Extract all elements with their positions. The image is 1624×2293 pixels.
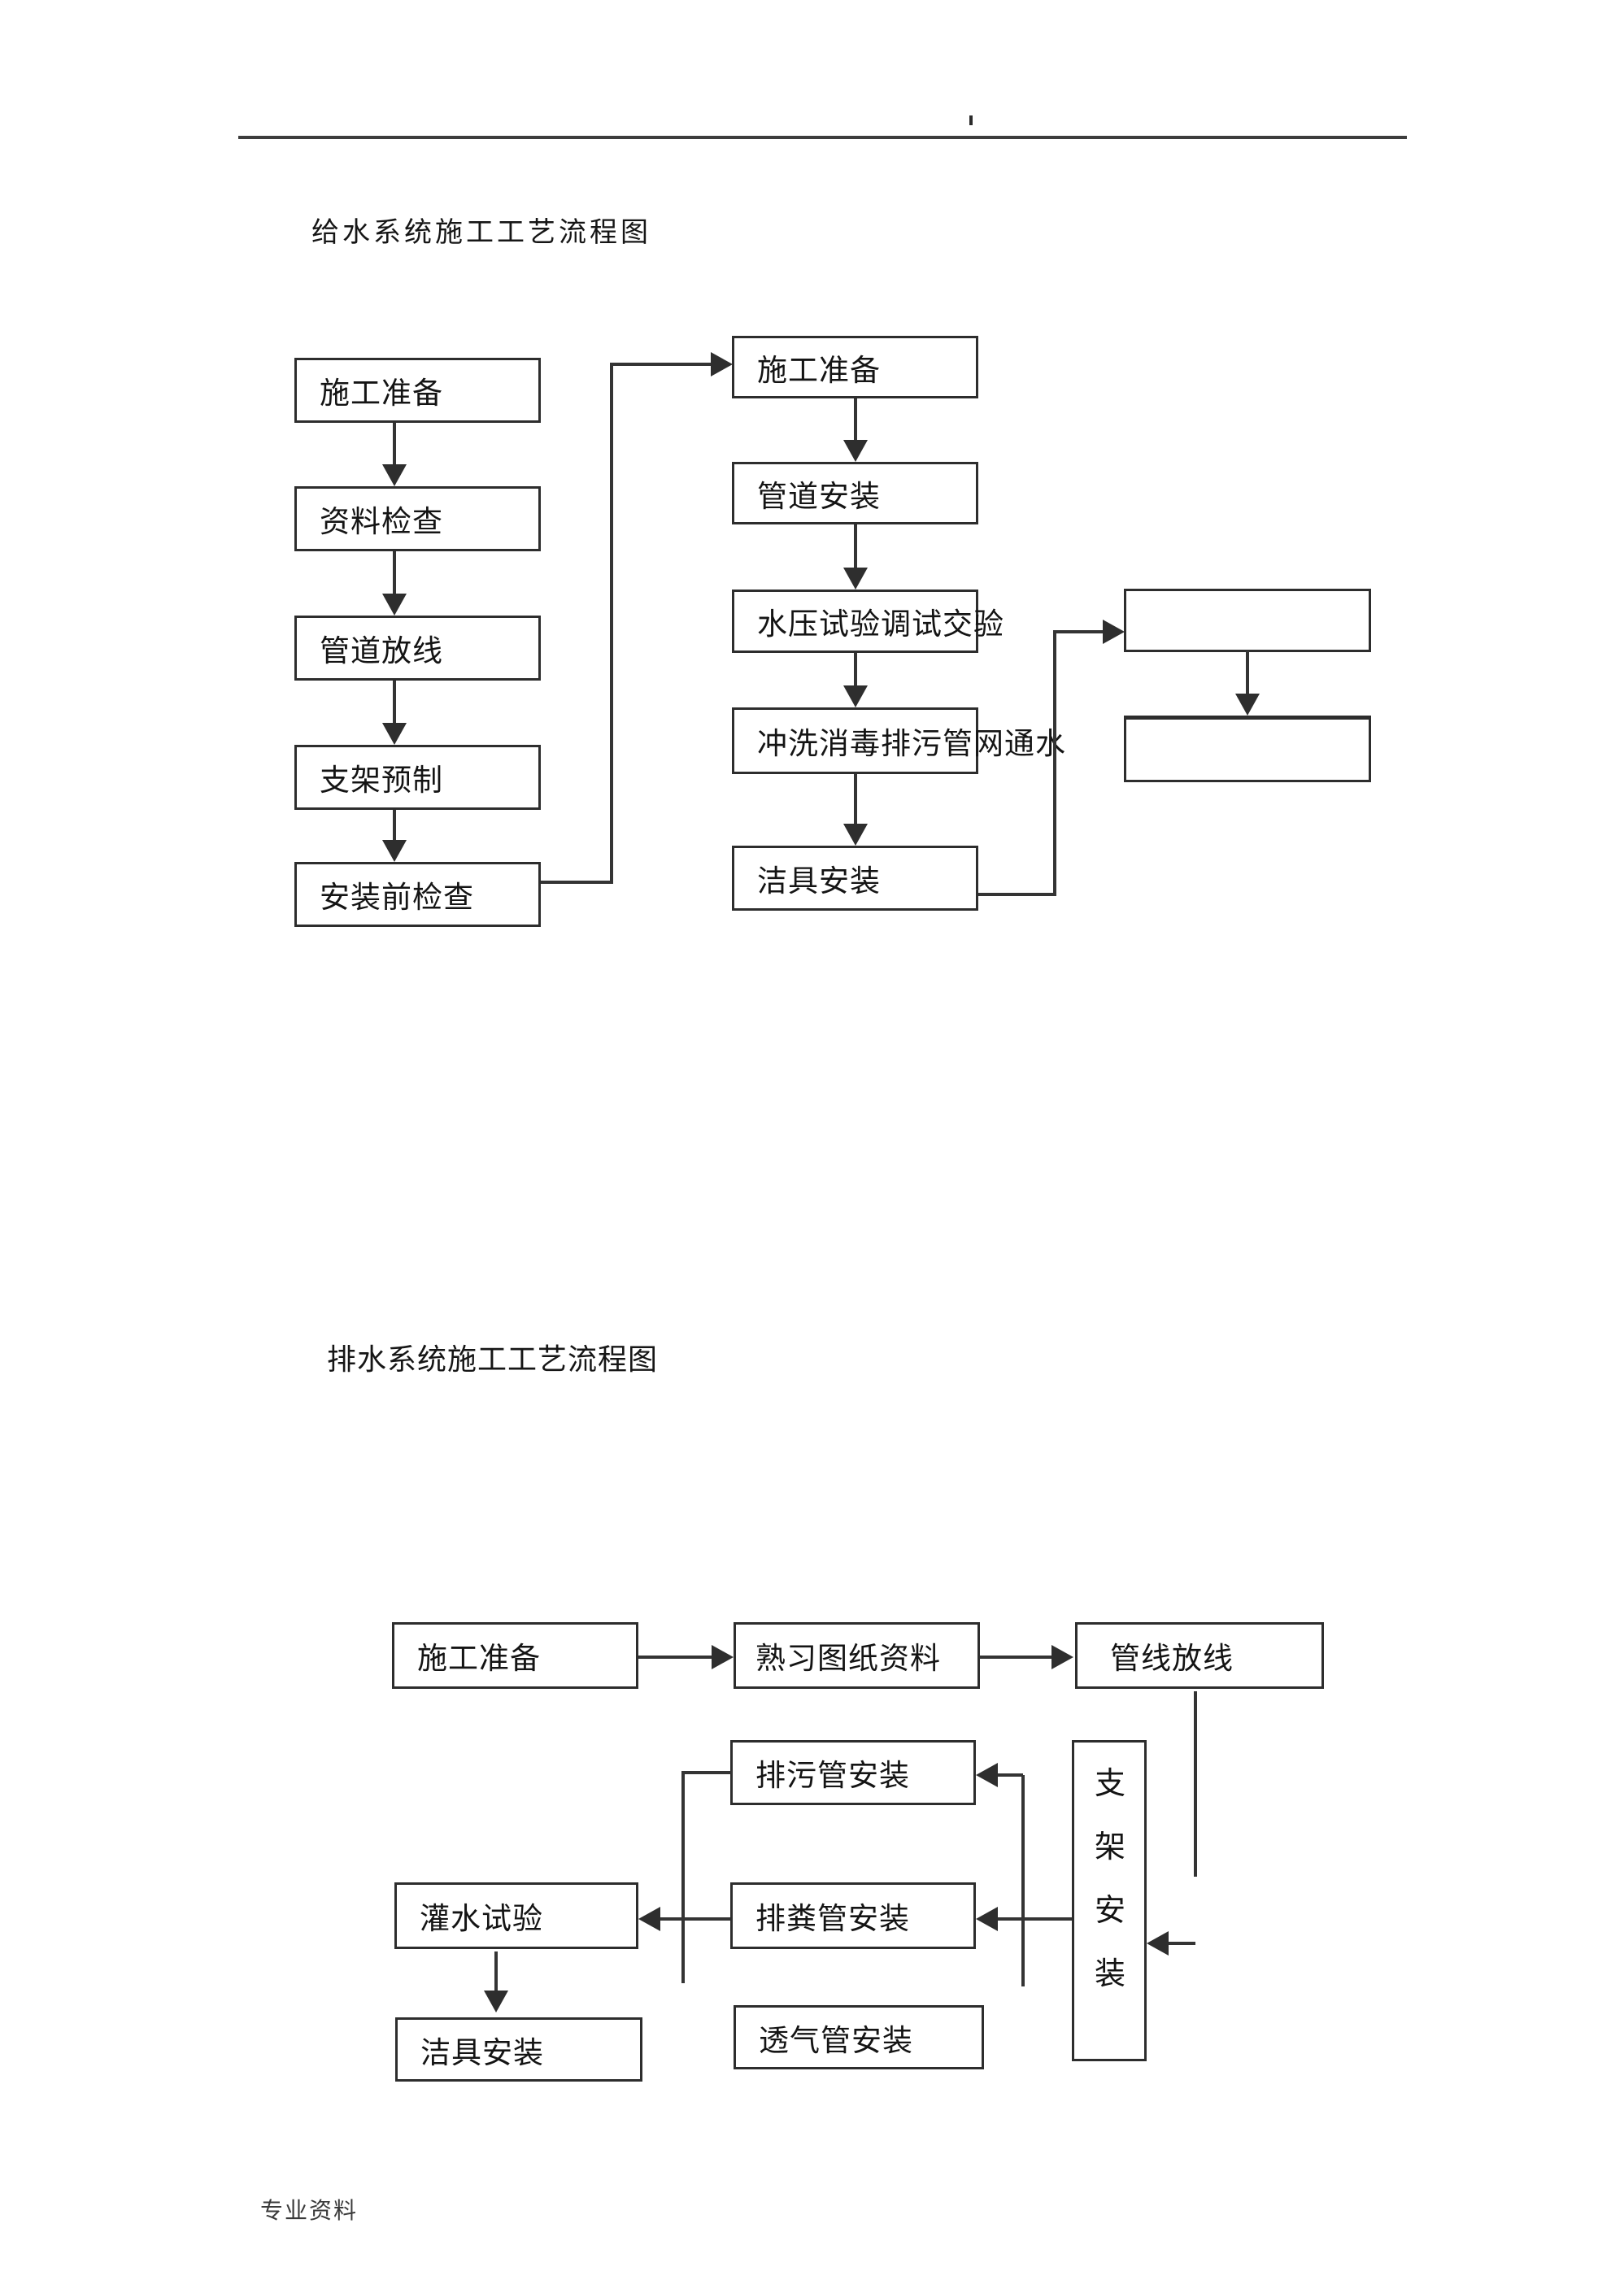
connector-line xyxy=(681,1771,732,1774)
arrow-down-icon xyxy=(382,840,407,862)
arrow-down-icon xyxy=(382,594,407,616)
arrow-shaft xyxy=(854,524,857,568)
footer-text: 专业资料 xyxy=(260,2199,359,2224)
node-dr-study-drawings: 熟习图纸资料 xyxy=(734,1622,980,1689)
arrow-shaft xyxy=(393,423,396,464)
node-ws-pre-install-check: 安装前检查 xyxy=(294,862,541,927)
connector-line xyxy=(681,1771,685,1983)
arrow-down-icon xyxy=(843,440,868,462)
arrow-shaft xyxy=(494,1951,498,1991)
arrow-shaft xyxy=(854,398,857,440)
arrow-left-icon xyxy=(1147,1931,1169,1956)
connector-line xyxy=(1056,630,1103,633)
arrow-left-icon xyxy=(638,1907,660,1931)
node-ws-flush-disinfect: 冲洗消毒排污管网通水 xyxy=(732,707,1065,774)
arrow-shaft xyxy=(393,810,396,840)
arrow-down-icon xyxy=(843,824,868,846)
node-dr-bracket-install: 支架安装 xyxy=(1072,1740,1147,2061)
arrow-down-icon xyxy=(1235,694,1260,716)
node-ws-pipe-install: 管道安装 xyxy=(732,462,978,524)
stray-ink-mark xyxy=(969,115,973,125)
connector-line xyxy=(541,881,612,884)
arrow-shaft xyxy=(393,551,396,594)
node-ws-bracket-prefab: 支架预制 xyxy=(294,745,541,810)
water-supply-chart-title: 给水系统施工工艺流程图 xyxy=(311,218,651,248)
arrow-shaft xyxy=(393,681,396,723)
arrow-down-icon xyxy=(843,568,868,590)
drainage-chart-title: 排水系统施工工艺流程图 xyxy=(327,1343,659,1376)
node-dr-vent-pipe-install: 透气管安装 xyxy=(734,2005,984,2069)
arrow-shaft xyxy=(980,1656,1051,1659)
connector-line xyxy=(1021,1775,1025,1986)
arrow-shaft xyxy=(638,1656,712,1659)
arrow-shaft xyxy=(1169,1942,1195,1945)
node-dr-sanitary-ware-install: 洁具安装 xyxy=(395,2017,642,2082)
arrow-down-icon xyxy=(382,723,407,745)
arrow-right-icon xyxy=(1051,1645,1073,1669)
node-ws-construction-prep-left: 施工准备 xyxy=(294,358,541,423)
arrow-left-icon xyxy=(976,1763,998,1787)
page-header-rule xyxy=(238,136,1407,139)
arrow-shaft xyxy=(660,1917,730,1921)
node-ws-empty-1 xyxy=(1124,589,1371,652)
arrow-right-icon xyxy=(1103,620,1125,644)
connector-line xyxy=(610,363,613,884)
arrow-shaft xyxy=(998,1917,1072,1921)
node-ws-pipe-setting-out: 管道放线 xyxy=(294,616,541,681)
node-ws-pressure-test: 水压试验调试交验 xyxy=(732,590,1004,653)
node-ws-sanitary-ware-install: 洁具安装 xyxy=(732,846,978,911)
connector-line xyxy=(978,893,1055,896)
arrow-down-icon xyxy=(843,685,868,707)
arrow-shaft xyxy=(854,653,857,685)
arrow-down-icon xyxy=(484,1991,508,2012)
node-ws-construction-prep-mid: 施工准备 xyxy=(732,336,978,398)
connector-line xyxy=(1194,1691,1197,1877)
node-ws-data-check: 资料检查 xyxy=(294,486,541,551)
node-dr-water-filling-test: 灌水试验 xyxy=(394,1882,638,1949)
connector-line xyxy=(1053,630,1056,896)
node-dr-construction-prep: 施工准备 xyxy=(392,1622,638,1689)
node-ws-empty-2 xyxy=(1124,716,1371,782)
arrow-shaft xyxy=(1246,650,1249,694)
node-dr-waste-pipe-install: 排粪管安装 xyxy=(730,1882,976,1949)
arrow-shaft xyxy=(854,774,857,824)
node-dr-pipeline-layout: 管线放线 xyxy=(1075,1622,1324,1689)
arrow-shaft xyxy=(998,1773,1023,1777)
arrow-down-icon xyxy=(382,464,407,486)
connector-line xyxy=(613,363,711,366)
arrow-left-icon xyxy=(976,1907,998,1931)
arrow-right-icon xyxy=(712,1645,734,1669)
node-dr-sewage-pipe-install: 排污管安装 xyxy=(730,1740,976,1805)
arrow-right-icon xyxy=(711,352,733,376)
